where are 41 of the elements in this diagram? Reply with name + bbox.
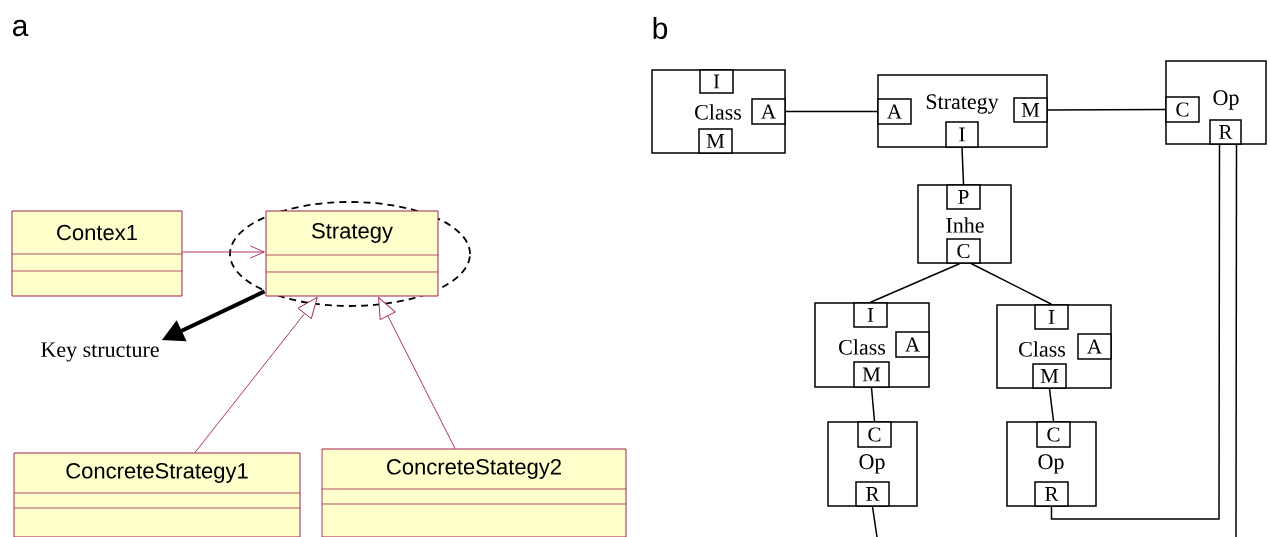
class-box: Contex1 [11, 210, 183, 297]
port-box: M [853, 361, 890, 388]
panel-label: b [653, 17, 668, 39]
class-box: ConcreteStrategy1 [13, 452, 301, 537]
panel-label: a [12, 19, 29, 37]
port-box: I [699, 69, 734, 94]
connector-line [961, 147, 965, 185]
port-box: A [1077, 333, 1112, 360]
class-box: Strategy [265, 210, 439, 297]
port-box: I [853, 302, 888, 328]
port-box: A [877, 98, 912, 125]
port-box: I [1034, 304, 1069, 330]
port-box: P [946, 184, 981, 210]
port-box: M [1032, 363, 1067, 389]
connector-line [871, 506, 878, 537]
connector-line [870, 387, 876, 422]
dashed-ellipse [229, 201, 471, 307]
connector-line [869, 263, 961, 303]
connector-line [785, 110, 878, 113]
caption-text: Key structure [41, 342, 159, 362]
arrow [194, 296, 318, 453]
port-box: M [1013, 97, 1048, 123]
connector-line [970, 263, 1053, 305]
port-box: A [895, 331, 930, 358]
port-box: C [857, 421, 892, 448]
port-box: R [1209, 119, 1242, 145]
class-box: ConcreteStategy2 [321, 448, 627, 537]
port-box: C [946, 238, 981, 264]
connector-line [1048, 388, 1055, 422]
port-box: R [855, 481, 890, 507]
port-box: I [945, 121, 979, 148]
arrow [378, 297, 456, 449]
port-box: M [698, 128, 733, 154]
connector-line [1050, 144, 1221, 520]
connector-line [1047, 108, 1166, 111]
port-box: C [1036, 421, 1071, 448]
port-box: R [1034, 481, 1069, 507]
port-box: C [1165, 96, 1200, 123]
port-box: A [751, 98, 786, 125]
arrow [182, 245, 265, 259]
connector-line [1235, 144, 1238, 537]
